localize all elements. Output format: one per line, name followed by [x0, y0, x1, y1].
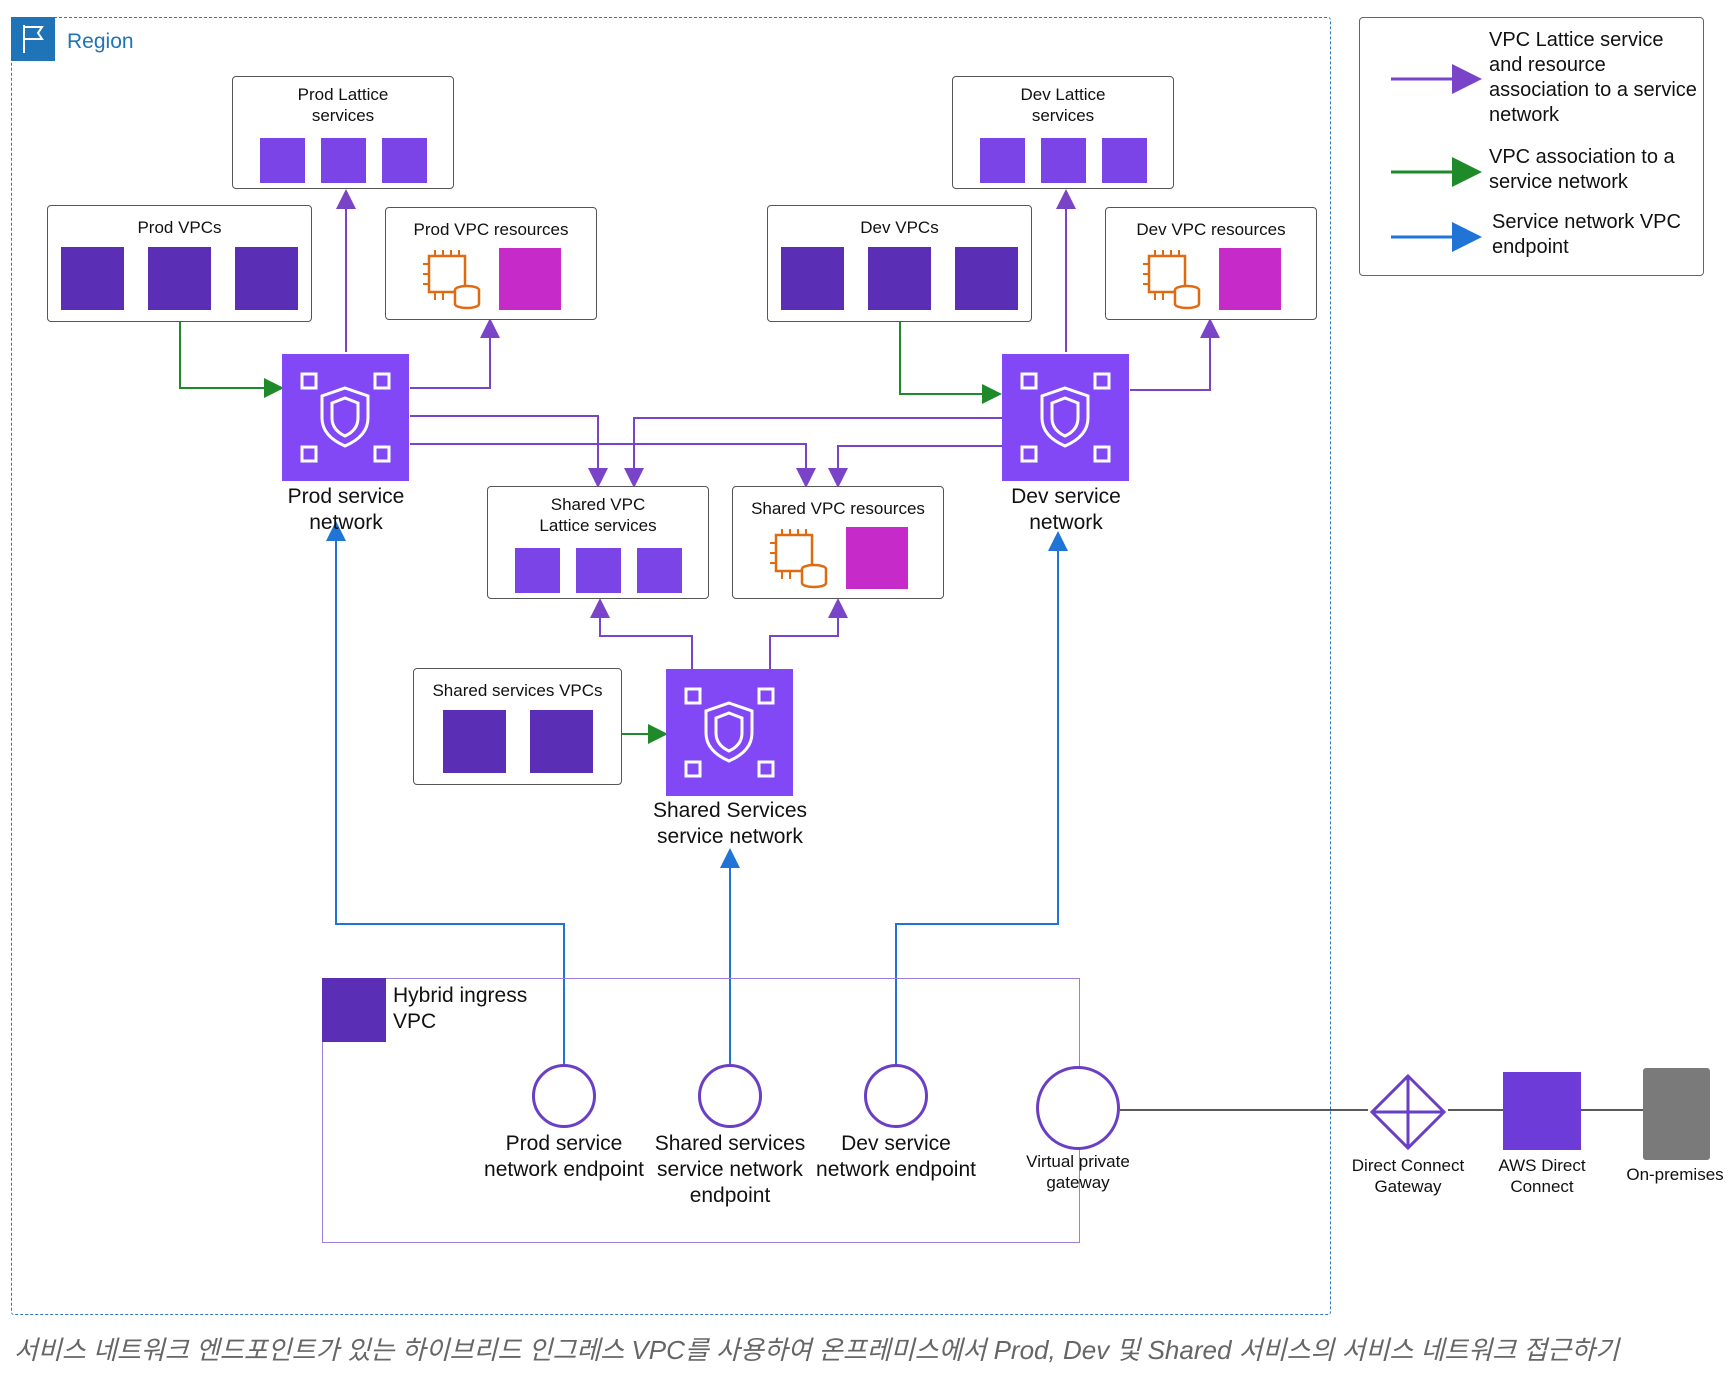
dev-service-network-icon	[1002, 354, 1129, 481]
shared-service-network-label: Shared Services service network	[652, 799, 808, 848]
lattice-service-icon	[979, 138, 1025, 183]
prod-lattice-services-title: Prod Lattice services	[297, 85, 389, 125]
lattice-service-icon	[1101, 138, 1147, 183]
dev-vpc-resources-title: Dev VPC resources	[1136, 220, 1286, 239]
legend-association-label: VPC Lattice service and resource associa…	[1489, 29, 1697, 126]
prod-vpcs-box: Prod VPCs	[47, 205, 312, 322]
direct-connect-gateway-label: Direct Connect Gateway	[1351, 1156, 1465, 1196]
lattice-service-icon	[320, 138, 366, 183]
region-flag-icon	[11, 17, 55, 61]
dev-lattice-services-box: Dev Lattice services	[952, 76, 1174, 189]
database-resource-icon	[499, 248, 561, 310]
vpc-icon	[868, 247, 931, 310]
legend	[1359, 17, 1704, 276]
dev-lattice-services-title: Dev Lattice services	[1020, 85, 1106, 125]
vpc-icon	[61, 247, 124, 310]
vpg-label: Virtual private gateway	[1026, 1152, 1130, 1192]
aws-direct-connect-label: AWS Direct Connect	[1498, 1156, 1586, 1196]
shared-lattice-services-title: Shared VPC Lattice services	[539, 495, 657, 535]
legend-vpc-association-label: VPC association to a service network	[1489, 146, 1675, 193]
lattice-service-icon	[514, 548, 560, 593]
vpc-icon	[442, 710, 506, 773]
region-boundary	[11, 17, 1331, 1315]
shared-services-vpcs-title: Shared services VPCs	[432, 681, 603, 700]
endpoint-icon	[698, 1064, 762, 1128]
building-icon	[1643, 1068, 1710, 1160]
database-resource-icon	[846, 527, 908, 589]
vpc-icon	[148, 247, 211, 310]
vpc-icon	[235, 247, 298, 310]
prod-lattice-services-box: Prod Lattice services	[232, 76, 454, 189]
shared-service-network-icon	[666, 669, 793, 796]
dev-endpoint-label: Dev service network endpoint	[816, 1132, 976, 1181]
prod-service-network-icon	[282, 354, 409, 481]
compute-resource-icon	[421, 248, 483, 310]
lattice-service-icon	[381, 138, 427, 183]
compute-resource-icon	[768, 527, 830, 589]
region-label: Region	[67, 30, 134, 53]
padlock-icon	[1036, 1066, 1120, 1150]
vpc-icon	[781, 247, 844, 310]
aws-direct-connect-icon	[1503, 1072, 1581, 1150]
legend-endpoint-label: Service network VPC endpoint	[1492, 211, 1681, 258]
compute-resource-icon	[1141, 248, 1203, 310]
shared-endpoint-label: Shared services service network endpoint	[654, 1132, 806, 1207]
lattice-service-icon	[259, 138, 305, 183]
dev-vpc-resources-box: Dev VPC resources	[1105, 207, 1317, 320]
endpoint-icon	[532, 1064, 596, 1128]
vpc-icon	[529, 710, 593, 773]
prod-endpoint-label: Prod service network endpoint	[484, 1132, 644, 1181]
shared-vpc-resources-title: Shared VPC resources	[751, 499, 925, 518]
lattice-service-icon	[636, 548, 682, 593]
figure-caption: 서비스 네트워크 엔드포인트가 있는 하이브리드 인그레스 VPC를 사용하여 …	[14, 1335, 1620, 1365]
direct-connect-gateway-icon	[1368, 1072, 1448, 1152]
lattice-service-icon	[1040, 138, 1086, 183]
lattice-service-icon	[575, 548, 621, 593]
prod-vpc-resources-box: Prod VPC resources	[385, 207, 597, 320]
shared-vpc-resources-box: Shared VPC resources	[732, 486, 944, 599]
shared-lattice-services-box: Shared VPC Lattice services	[487, 486, 709, 599]
prod-vpcs-title: Prod VPCs	[137, 218, 222, 237]
dev-vpcs-title: Dev VPCs	[860, 218, 939, 237]
dev-service-network-label: Dev service network	[1011, 485, 1121, 534]
shared-services-vpcs-box: Shared services VPCs	[413, 668, 622, 785]
dev-vpcs-box: Dev VPCs	[767, 205, 1032, 322]
endpoint-icon	[864, 1064, 928, 1128]
vpc-icon	[955, 247, 1018, 310]
database-resource-icon	[1219, 248, 1281, 310]
vpc-icon	[322, 978, 386, 1042]
prod-service-network-label: Prod service network	[287, 485, 405, 534]
hybrid-ingress-vpc-title: Hybrid ingress VPC	[393, 984, 528, 1033]
on-premises-label: On-premises	[1626, 1165, 1724, 1184]
prod-vpc-resources-title: Prod VPC resources	[413, 220, 569, 239]
